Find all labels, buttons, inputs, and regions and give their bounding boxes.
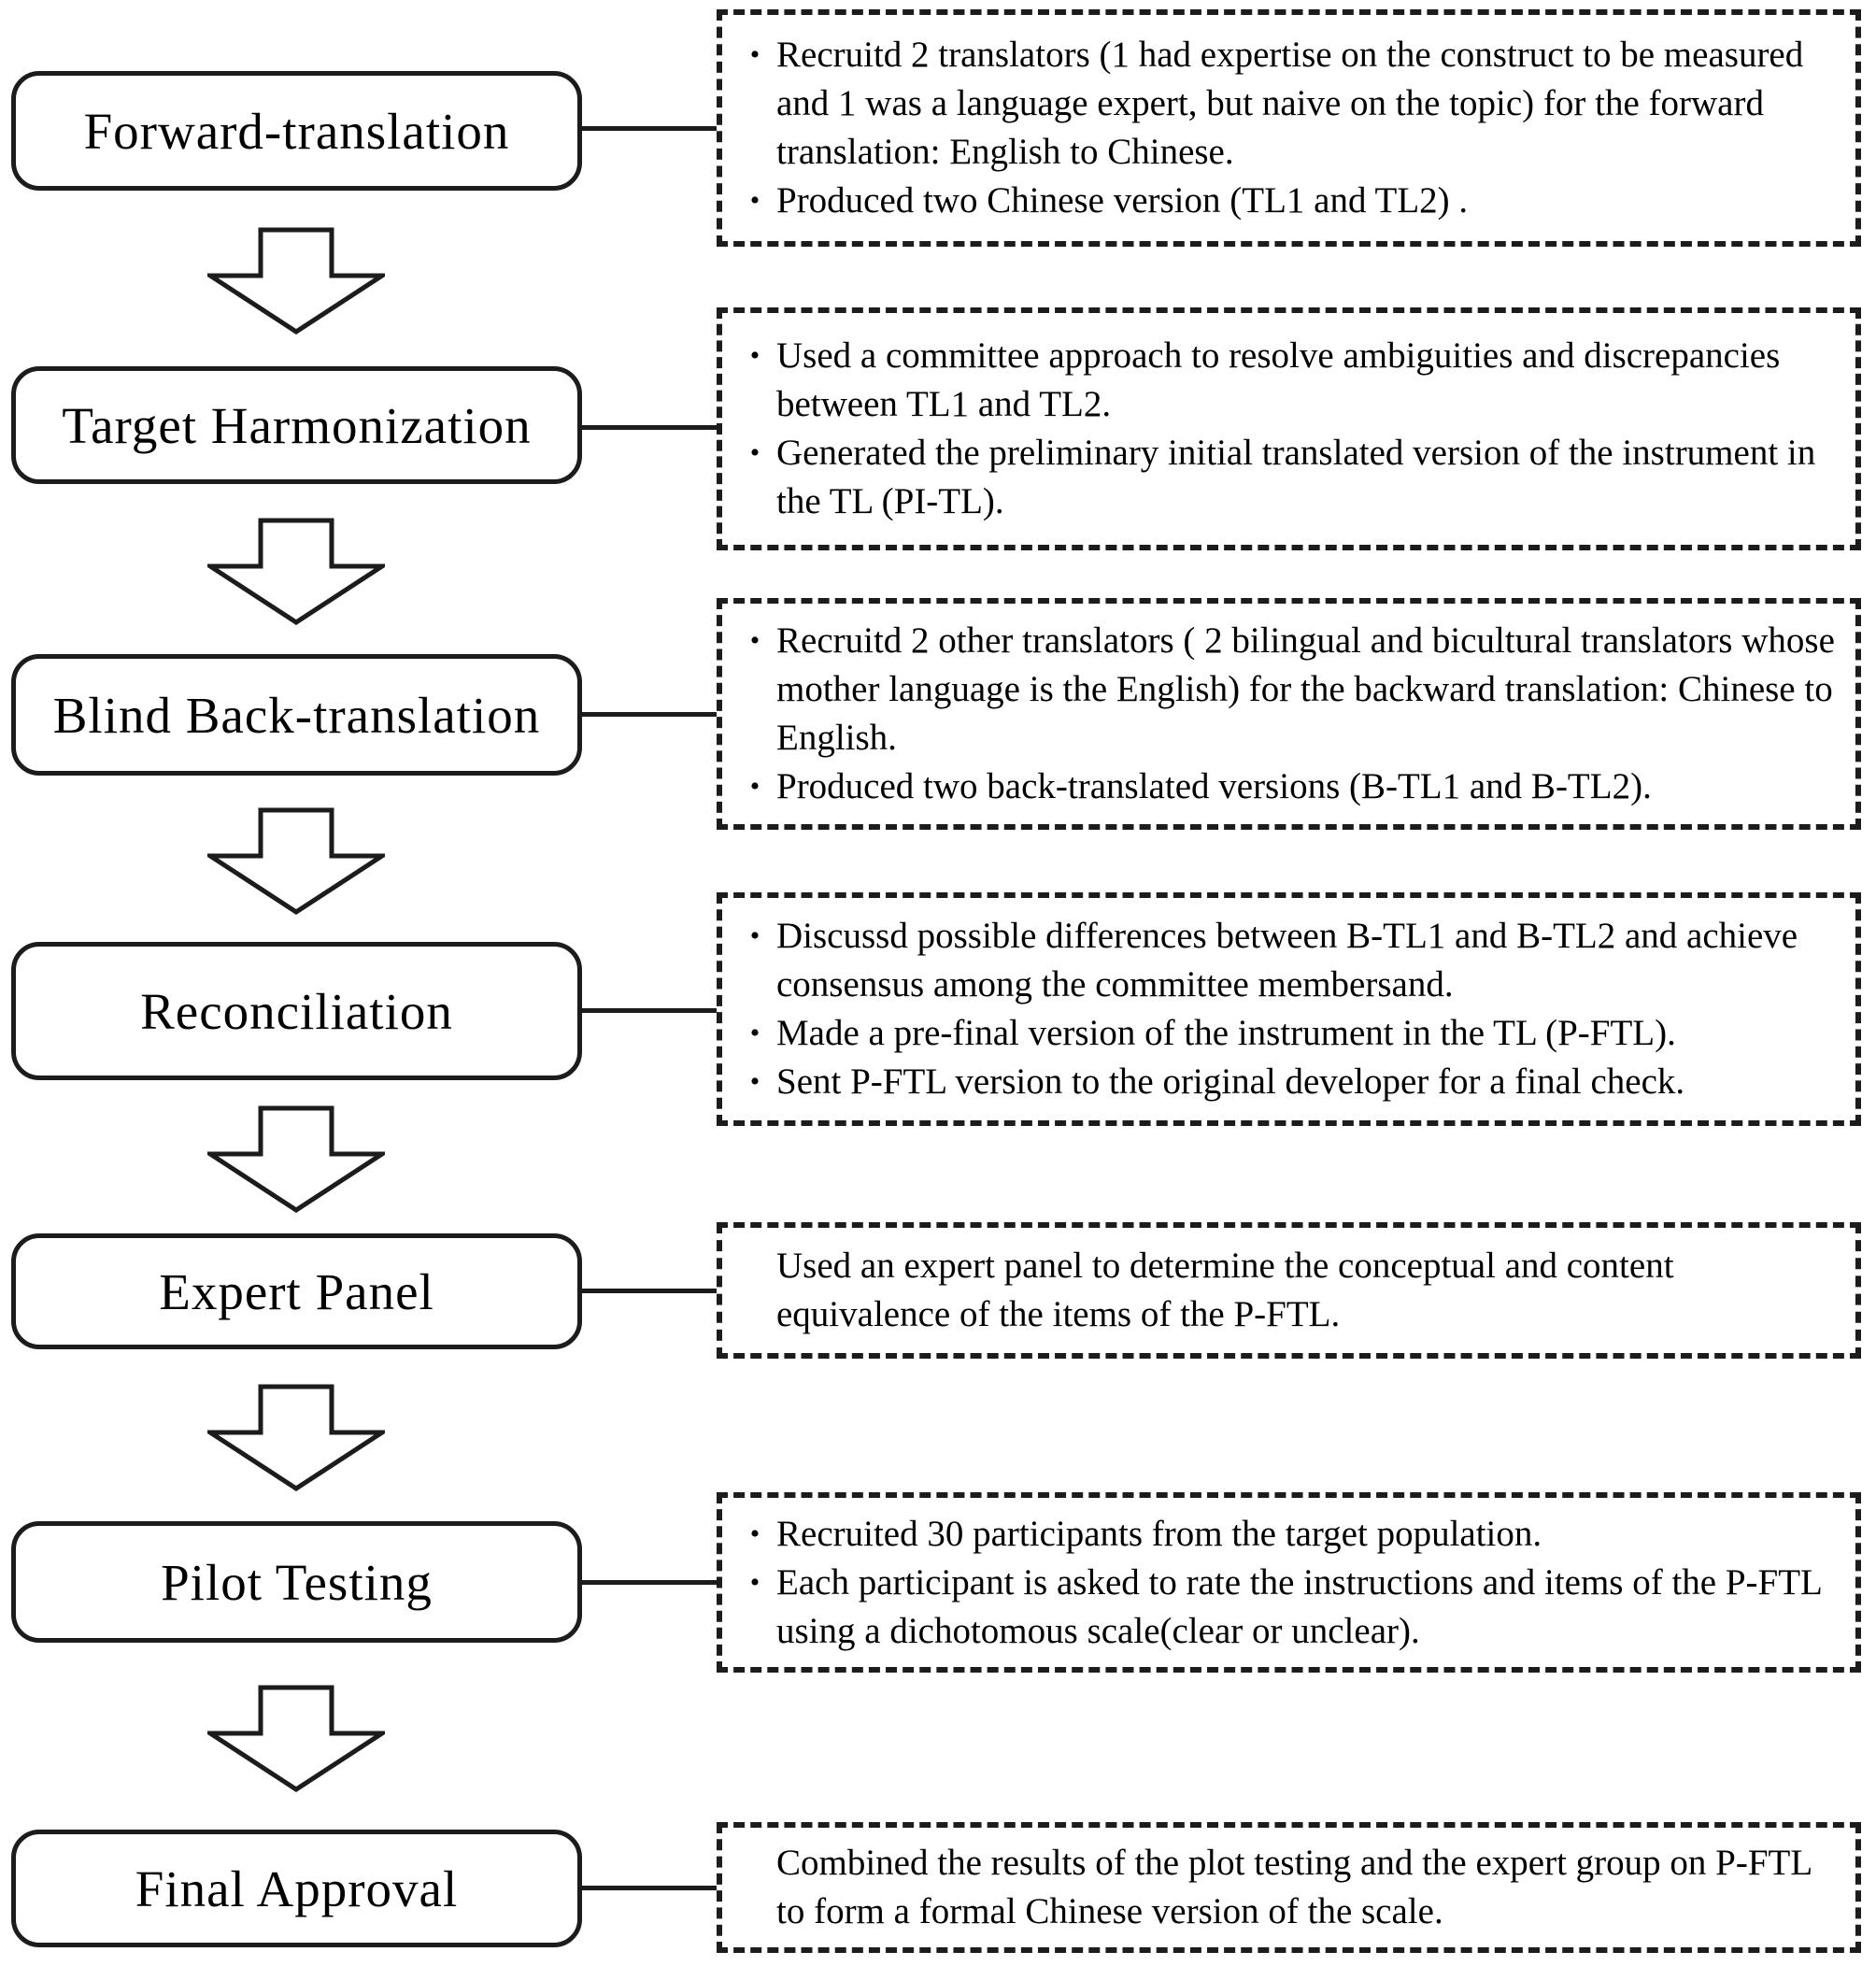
stage-label: Blind Back-translation [52, 686, 541, 744]
bullet-icon: • [749, 920, 760, 951]
detail-box-pilot-testing: • Recruited 30 participants from the tar… [717, 1492, 1861, 1673]
down-arrow-icon [207, 227, 385, 335]
stage-box-target-harmonization: Target Harmonization [11, 366, 582, 484]
detail-text: Recruitd 2 translators (1 had expertise … [776, 35, 1804, 172]
stage-box-reconciliation: Reconciliation [11, 942, 582, 1080]
detail-bullet-item: • Discussd possible differences between … [733, 912, 1844, 1009]
down-arrow-icon [207, 1105, 385, 1213]
stage-label: Target Harmonization [62, 396, 532, 454]
detail-text: Sent P-FTL version to the original devel… [776, 1061, 1685, 1102]
stage-label: Forward-translation [83, 102, 510, 160]
detail-bullet-item: • Generated the preliminary initial tran… [733, 429, 1844, 526]
detail-bullet-item: • Made a pre-final version of the instru… [733, 1009, 1844, 1058]
detail-text: Produced two Chinese version (TL1 and TL… [776, 180, 1469, 221]
detail-text: Each participant is asked to rate the in… [776, 1561, 1822, 1651]
stage-box-expert-panel: Expert Panel [11, 1233, 582, 1349]
stage-box-blind-back-translation: Blind Back-translation [11, 654, 582, 776]
stage-label: Reconciliation [140, 982, 453, 1040]
connector-line [580, 1289, 718, 1293]
detail-text: Generated the preliminary initial transl… [776, 433, 1816, 521]
detail-text: Recruited 30 participants from the targe… [776, 1513, 1542, 1554]
detail-plain-item: Combined the results of the plot testing… [733, 1839, 1844, 1936]
detail-text: Recruitd 2 other translators ( 2 bilingu… [776, 620, 1835, 758]
bullet-icon: • [749, 625, 760, 656]
detail-plain-item: Used an expert panel to determine the co… [733, 1242, 1844, 1339]
bullet-icon: • [749, 771, 760, 802]
detail-bullet-item: • Recruitd 2 other translators ( 2 bilin… [733, 617, 1844, 762]
down-arrow-icon [207, 1685, 385, 1792]
connector-line [580, 126, 718, 131]
detail-box-final-approval: Combined the results of the plot testing… [717, 1822, 1861, 1953]
connector-line [580, 712, 718, 717]
detail-box-forward-translation: • Recruitd 2 translators (1 had expertis… [717, 9, 1861, 247]
bullet-icon: • [749, 1066, 760, 1097]
bullet-icon: • [749, 1517, 760, 1549]
detail-bullet-item: • Sent P-FTL version to the original dev… [733, 1058, 1844, 1106]
detail-text: Used an expert panel to determine the co… [776, 1246, 1674, 1334]
connector-line [580, 1008, 718, 1013]
down-arrow-icon [207, 807, 385, 915]
detail-bullet-item: • Produced two back-translated versions … [733, 762, 1844, 811]
detail-bullet-item: • Used a committee approach to resolve a… [733, 332, 1844, 429]
bullet-icon: • [749, 185, 760, 216]
connector-line [580, 1886, 718, 1890]
detail-text: Combined the results of the plot testing… [776, 1843, 1812, 1931]
detail-bullet-item: • Each participant is asked to rate the … [733, 1559, 1844, 1656]
stage-label: Expert Panel [159, 1262, 434, 1320]
detail-bullet-item: • Produced two Chinese version (TL1 and … [733, 177, 1844, 225]
down-arrow-icon [207, 1384, 385, 1491]
detail-box-blind-back-translation: • Recruitd 2 other translators ( 2 bilin… [717, 598, 1861, 830]
detail-text: Made a pre-final version of the instrume… [776, 1013, 1676, 1053]
bullet-icon: • [749, 1018, 760, 1048]
connector-line [580, 425, 718, 430]
down-arrow-icon [207, 518, 385, 625]
stage-label: Pilot Testing [161, 1553, 433, 1611]
detail-text: Used a committee approach to resolve amb… [776, 335, 1781, 424]
bullet-icon: • [749, 39, 760, 70]
stage-label: Final Approval [135, 1859, 459, 1917]
bullet-icon: • [749, 437, 760, 468]
detail-text: Produced two back-translated versions (B… [776, 766, 1652, 806]
connector-line [580, 1580, 718, 1585]
detail-bullet-item: • Recruitd 2 translators (1 had expertis… [733, 31, 1844, 177]
detail-box-target-harmonization: • Used a committee approach to resolve a… [717, 307, 1861, 550]
detail-bullet-item: • Recruited 30 participants from the tar… [733, 1510, 1844, 1559]
detail-text: Discussd possible differences between B-… [776, 916, 1798, 1004]
bullet-icon: • [749, 1566, 760, 1598]
stage-box-final-approval: Final Approval [11, 1830, 582, 1947]
bullet-icon: • [749, 340, 760, 371]
stage-box-pilot-testing: Pilot Testing [11, 1521, 582, 1643]
detail-box-expert-panel: Used an expert panel to determine the co… [717, 1222, 1861, 1359]
stage-box-forward-translation: Forward-translation [11, 71, 582, 191]
detail-box-reconciliation: • Discussd possible differences between … [717, 892, 1861, 1126]
